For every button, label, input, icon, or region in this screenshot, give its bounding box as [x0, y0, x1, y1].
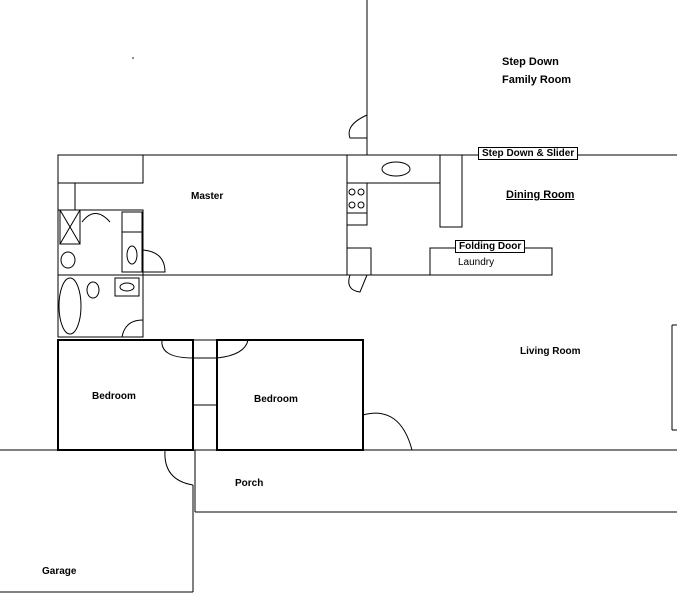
sink — [126, 245, 138, 265]
family-room-door-swing — [348, 114, 368, 139]
hall-closet — [192, 339, 218, 451]
garage-label: Garage — [42, 566, 77, 577]
bedroom-right-label: Bedroom — [254, 394, 298, 405]
bedroom-left-label: Bedroom — [92, 391, 136, 402]
step-down-family-label-2: Family Room — [502, 74, 572, 86]
vanity — [121, 211, 143, 233]
living-room-label: Living Room — [520, 346, 581, 357]
porch-label: Porch — [235, 478, 264, 489]
bedroom-left-door — [161, 339, 194, 359]
porch-door — [164, 449, 194, 486]
stove — [346, 182, 368, 214]
laundry-label: Laundry — [458, 257, 495, 268]
step-down-slider-label: Step Down & Slider — [478, 147, 579, 160]
hall-vanity — [114, 277, 140, 297]
toilet — [60, 251, 76, 269]
dining-room-label: Dining Room — [506, 189, 575, 201]
fridge — [346, 247, 372, 276]
bedroom-right-door — [216, 339, 249, 359]
bathtub — [58, 277, 82, 335]
kitchen-island — [439, 154, 463, 228]
step-down-family-label-1: Step Down — [502, 56, 559, 68]
master-bath — [57, 209, 144, 276]
folding-door-label: Folding Door — [455, 240, 526, 253]
master-label: Master — [191, 191, 224, 202]
living-room-door — [362, 412, 413, 451]
kitchen-counter-top — [346, 154, 441, 184]
master-closet — [57, 154, 144, 184]
shower-stall — [59, 209, 81, 245]
kitchen-sink — [381, 161, 411, 177]
hall-toilet — [86, 281, 100, 299]
hall-bath — [57, 274, 144, 338]
